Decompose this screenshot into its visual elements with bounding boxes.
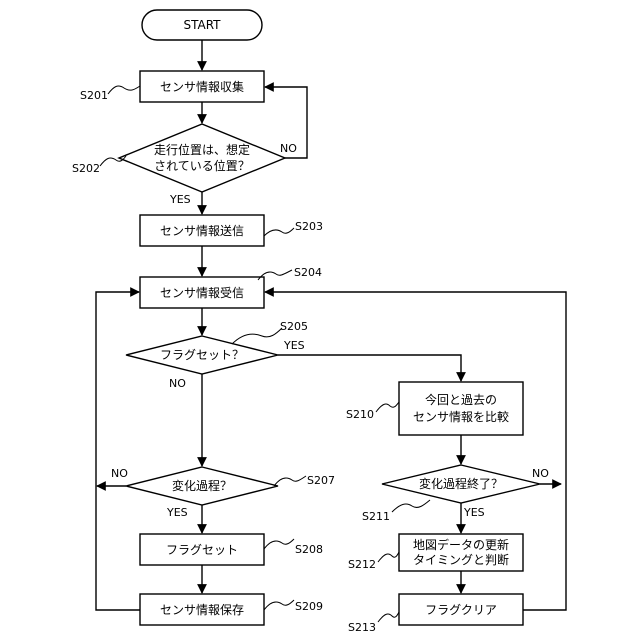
step-tag-s203-text: S203 bbox=[295, 220, 323, 233]
node-s209-label: センサ情報保存 bbox=[160, 603, 244, 617]
decision-s211: 変化過程終了？ bbox=[382, 465, 540, 503]
node-s210-line2: センサ情報を比較 bbox=[413, 409, 509, 424]
branch-s211-no: NO bbox=[532, 467, 549, 480]
step-tag-s209: S209 bbox=[264, 600, 323, 613]
step-tag-s201-text: S201 bbox=[80, 89, 108, 102]
step-tag-s208-text: S208 bbox=[295, 543, 323, 556]
step-tag-s202-text: S202 bbox=[72, 162, 100, 175]
node-s203: センサ情報送信 bbox=[140, 215, 264, 246]
node-s213: フラグクリア bbox=[399, 594, 523, 625]
branch-s202-no: NO bbox=[280, 142, 297, 155]
step-tag-s212-text: S212 bbox=[348, 558, 376, 571]
node-s208: フラグセット bbox=[140, 534, 264, 565]
edge-left-return-to-s204 bbox=[96, 292, 140, 610]
step-tag-s202: S202 bbox=[72, 156, 126, 175]
node-s213-label: フラグクリア bbox=[425, 603, 497, 617]
step-tag-s211-text: S211 bbox=[362, 510, 390, 523]
node-s209: センサ情報保存 bbox=[140, 594, 264, 625]
decision-s202: 走行位置は、想定 されている位置？ bbox=[119, 124, 285, 192]
branch-s207-no: NO bbox=[111, 467, 128, 480]
node-s210: 今回と過去の センサ情報を比較 bbox=[399, 382, 523, 435]
node-s204: センサ情報受信 bbox=[140, 277, 264, 308]
node-s212-line1: 地図データの更新 bbox=[413, 537, 509, 552]
node-s203-label: センサ情報送信 bbox=[160, 223, 244, 238]
step-tag-s212: S212 bbox=[348, 552, 399, 571]
branch-s205-yes: YES bbox=[283, 339, 305, 352]
node-s212: 地図データの更新 タイミングと判断 bbox=[399, 534, 523, 571]
node-s208-label: フラグセット bbox=[166, 543, 238, 557]
step-tag-s201: S201 bbox=[80, 86, 140, 102]
node-s212-line2: タイミングと判断 bbox=[413, 552, 509, 567]
decision-s205: フラグセット？ bbox=[126, 336, 278, 374]
step-tag-s208: S208 bbox=[264, 539, 323, 556]
decision-s205-label: フラグセット？ bbox=[160, 348, 244, 362]
step-tag-s204-text: S204 bbox=[294, 266, 322, 279]
step-tag-s207: S207 bbox=[274, 474, 335, 487]
step-tag-s213-text: S213 bbox=[348, 621, 376, 634]
decision-s202-line2: されている位置？ bbox=[154, 158, 250, 173]
node-s204-label: センサ情報受信 bbox=[160, 286, 244, 300]
decision-s207: 変化過程？ bbox=[126, 467, 278, 505]
step-tag-s210-text: S210 bbox=[346, 408, 374, 421]
start-label: START bbox=[183, 18, 221, 32]
step-tag-s213: S213 bbox=[348, 612, 399, 634]
step-tag-s207-text: S207 bbox=[307, 474, 335, 487]
step-tag-s205-text: S205 bbox=[280, 320, 308, 333]
decision-s211-label: 変化過程終了？ bbox=[419, 476, 503, 491]
step-tag-s210: S210 bbox=[346, 402, 399, 421]
decision-s202-line1: 走行位置は、想定 bbox=[154, 142, 250, 157]
decision-s207-label: 変化過程？ bbox=[172, 478, 232, 493]
step-tag-s204: S204 bbox=[258, 266, 322, 280]
branch-s207-yes: YES bbox=[166, 506, 188, 519]
branch-s205-no: NO bbox=[169, 377, 186, 390]
step-tag-s211: S211 bbox=[362, 500, 430, 523]
branch-s211-yes: YES bbox=[463, 506, 485, 519]
branch-s202-yes: YES bbox=[169, 193, 191, 206]
step-tag-s209-text: S209 bbox=[295, 600, 323, 613]
node-s201: センサ情報収集 bbox=[140, 71, 264, 102]
start-node: START bbox=[142, 10, 262, 40]
node-s210-line1: 今回と過去の bbox=[425, 392, 497, 407]
node-s201-label: センサ情報収集 bbox=[160, 79, 244, 94]
edge-s205-yes-to-s210 bbox=[278, 355, 461, 381]
step-tag-s203: S203 bbox=[264, 220, 323, 236]
